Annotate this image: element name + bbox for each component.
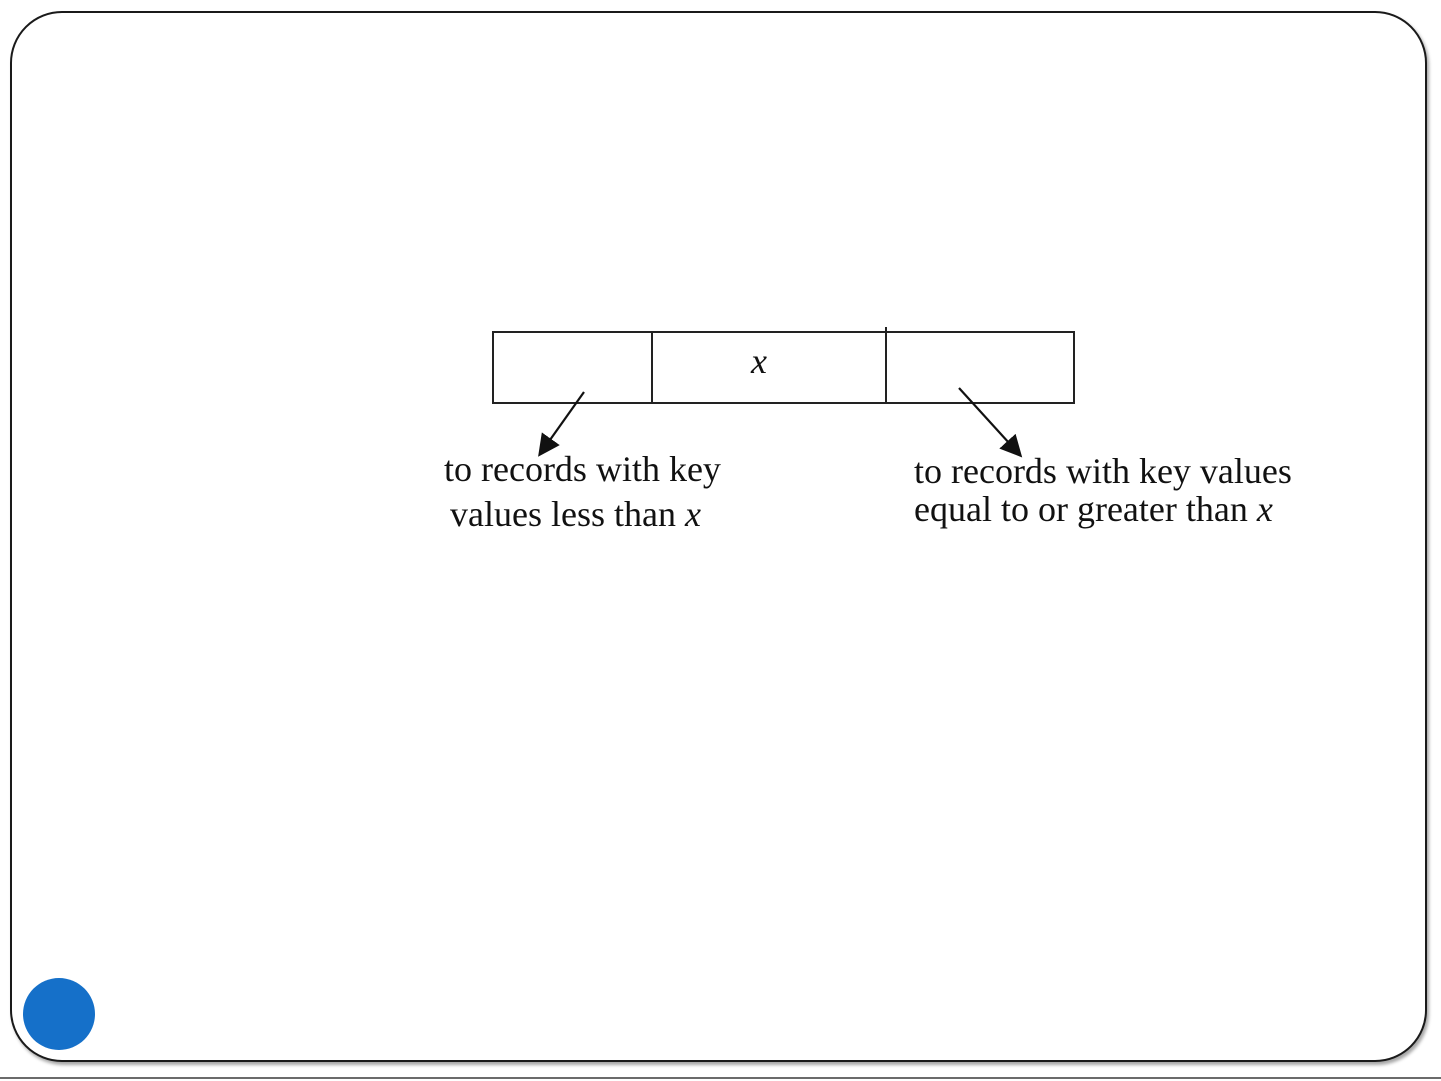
right-label-line-1: to records with key values <box>914 451 1292 491</box>
left-label-line-1: to records with key <box>444 449 721 489</box>
right-pointer-label: to records with key values equal to or g… <box>914 451 1292 529</box>
left-label-var-x: x <box>684 494 701 534</box>
right-pointer-arrow <box>959 388 1020 455</box>
right-pointer-cell <box>886 332 1074 403</box>
left-label-line-2: values less than x <box>450 494 701 534</box>
right-label-line-2-text: equal to or greater than <box>914 489 1257 529</box>
left-pointer-cell <box>493 332 652 403</box>
right-label-line-2: equal to or greater than x <box>914 489 1273 529</box>
left-label-line-2-text: values less than <box>450 494 685 534</box>
left-pointer-label: to records with key values less than x <box>444 449 721 534</box>
index-node-record: x <box>493 327 1074 403</box>
slide-marker-icon <box>23 978 95 1050</box>
left-pointer-arrow <box>540 392 584 454</box>
right-label-var-x: x <box>1256 489 1273 529</box>
key-cell <box>652 332 886 403</box>
bottom-divider <box>0 1077 1441 1079</box>
key-value-x: x <box>750 341 767 381</box>
